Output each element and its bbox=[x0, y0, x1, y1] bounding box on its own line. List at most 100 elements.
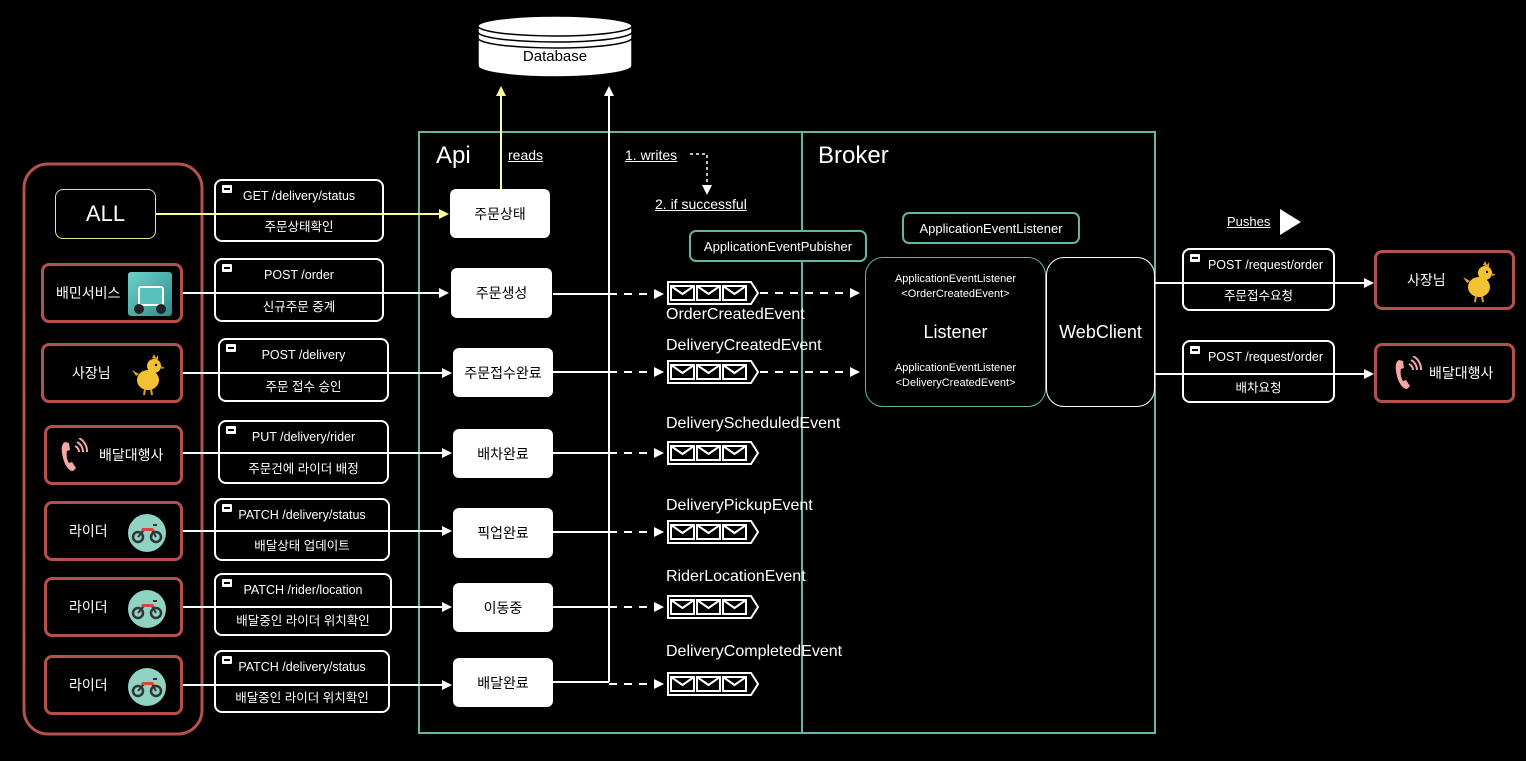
api-broker-boundary bbox=[418, 131, 1156, 734]
listener-callout-label: ApplicationEventListener bbox=[919, 220, 1063, 236]
endpoint-desc: 배차요청 bbox=[1235, 380, 1282, 395]
chicken-icon bbox=[132, 354, 166, 396]
collapse-icon bbox=[222, 656, 232, 664]
endpoint-patch-delivery-status[interactable]: PATCH /delivery/status 배달상태 업데이트 bbox=[214, 498, 390, 561]
actor-baemin[interactable]: 배민서비스 bbox=[41, 263, 183, 323]
phone-icon bbox=[59, 438, 89, 474]
state-label: 주문생성 bbox=[475, 285, 528, 301]
state-dispatched[interactable]: 배차완료 bbox=[453, 429, 553, 478]
listener-l2b: <DeliveryCreatedEvent> bbox=[895, 377, 1016, 389]
endpoint-desc: 주문상태확인 bbox=[264, 219, 334, 234]
webclient-box: WebClient bbox=[1046, 257, 1155, 407]
listener-callout: ApplicationEventListener bbox=[902, 212, 1080, 244]
event-label: DeliveryCompletedEvent bbox=[666, 643, 843, 660]
state-label: 주문상태 bbox=[474, 205, 526, 222]
endpoint-post-order[interactable]: POST /order 신규주문 중계 bbox=[214, 258, 384, 322]
endpoint-method: POST /order bbox=[264, 268, 334, 282]
listener-l1b: <OrderCreatedEvent> bbox=[901, 288, 1010, 300]
outbound-agency-request[interactable]: POST /request/order 배차요청 bbox=[1182, 340, 1335, 403]
envelope-icon bbox=[667, 441, 760, 465]
listener-l2a: ApplicationEventListener bbox=[894, 362, 1017, 374]
collapse-icon bbox=[222, 264, 232, 272]
actors-group bbox=[22, 162, 204, 736]
state-moving[interactable]: 이동중 bbox=[453, 583, 553, 632]
endpoint-patch-rider-location[interactable]: PATCH /rider/location 배달중인 라이더 위치확인 bbox=[214, 573, 392, 636]
endpoint-desc: 신규주문 중계 bbox=[262, 299, 336, 314]
phone-icon bbox=[1393, 356, 1423, 392]
event-label: OrderCreatedEvent bbox=[666, 306, 805, 323]
envelope-icon bbox=[667, 281, 760, 305]
collapse-icon bbox=[226, 426, 236, 434]
state-label: 주문접수완료 bbox=[464, 364, 542, 381]
state-delivered[interactable]: 배달완료 bbox=[453, 658, 553, 707]
state-label: 배달완료 bbox=[477, 674, 529, 691]
chicken-icon bbox=[1463, 261, 1497, 303]
envelope-icon bbox=[667, 672, 760, 696]
actor-rider-1-label: 라이더 bbox=[69, 523, 108, 539]
event-label: DeliveryScheduledEvent bbox=[666, 415, 841, 432]
database-label: Database bbox=[522, 48, 588, 65]
publisher-callout: ApplicationEventPubisher bbox=[689, 230, 867, 262]
actor-agency-label: 배달대행사 bbox=[99, 447, 164, 463]
state-label: 배차완료 bbox=[477, 445, 529, 462]
state-order-status[interactable]: 주문상태 bbox=[450, 189, 550, 238]
collapse-icon bbox=[222, 185, 232, 193]
endpoint-desc: 주문건에 라이더 배정 bbox=[248, 461, 359, 476]
collapse-icon bbox=[1190, 346, 1200, 354]
endpoint-method: PUT /delivery/rider bbox=[251, 430, 356, 444]
state-order-created[interactable]: 주문생성 bbox=[451, 268, 552, 318]
state-order-accepted[interactable]: 주문접수완료 bbox=[453, 348, 553, 397]
endpoint-put-delivery-rider[interactable]: PUT /delivery/rider 주문건에 라이더 배정 bbox=[218, 420, 389, 484]
target-owner-label: 사장님 bbox=[1407, 272, 1446, 288]
collapse-icon bbox=[222, 504, 232, 512]
writes-label: 1. writes bbox=[625, 147, 678, 163]
listener-title: Listener bbox=[923, 322, 988, 342]
reads-label: reads bbox=[508, 147, 544, 163]
endpoint-method: PATCH /rider/location bbox=[243, 582, 363, 597]
database: Database bbox=[477, 14, 633, 78]
envelope-icon bbox=[667, 595, 760, 619]
actor-rider-1[interactable]: 라이더 bbox=[44, 501, 183, 561]
envelope-icon bbox=[667, 360, 760, 384]
actor-owner[interactable]: 사장님 bbox=[41, 343, 183, 403]
publisher-callout-label: ApplicationEventPubisher bbox=[703, 238, 853, 254]
endpoint-method: PATCH /delivery/status bbox=[238, 507, 366, 522]
collapse-icon bbox=[226, 344, 236, 352]
actor-agency[interactable]: 배달대행사 bbox=[44, 425, 183, 485]
pushes-label: Pushes bbox=[1227, 214, 1271, 229]
pushes-icon bbox=[1280, 209, 1301, 235]
listener-l1a: ApplicationEventListener bbox=[894, 273, 1017, 285]
endpoint-desc: 주문 접수 승인 bbox=[265, 379, 342, 394]
endpoint-post-delivery[interactable]: POST /delivery 주문 접수 승인 bbox=[218, 338, 389, 402]
endpoint-method: POST /request/order bbox=[1207, 349, 1324, 364]
endpoint-desc: 배달상태 업데이트 bbox=[254, 538, 350, 553]
endpoint-method: PATCH /delivery/status bbox=[238, 659, 366, 674]
listener-box: ApplicationEventListener <OrderCreatedEv… bbox=[865, 257, 1046, 407]
outbound-owner-request[interactable]: POST /request/order 주문접수요청 bbox=[1182, 248, 1335, 311]
target-agency[interactable]: 배달대행사 bbox=[1374, 343, 1515, 403]
actor-rider-2[interactable]: 라이더 bbox=[44, 577, 183, 637]
endpoint-get-delivery-status[interactable]: GET /delivery/status 주문상태확인 bbox=[214, 179, 384, 242]
endpoint-method: POST /delivery bbox=[261, 348, 346, 362]
actor-all[interactable]: ALL bbox=[55, 189, 156, 239]
actor-rider-2-label: 라이더 bbox=[69, 599, 108, 615]
target-owner[interactable]: 사장님 bbox=[1374, 250, 1515, 310]
endpoint-method: POST /request/order bbox=[1207, 257, 1324, 272]
webclient-title: WebClient bbox=[1059, 321, 1142, 342]
actor-rider-3[interactable]: 라이더 bbox=[44, 655, 183, 715]
broker-title: Broker bbox=[818, 142, 889, 169]
actor-rider-3-label: 라이더 bbox=[69, 677, 108, 693]
state-picked-up[interactable]: 픽업완료 bbox=[453, 508, 553, 558]
baemin-logo-icon bbox=[128, 272, 172, 316]
endpoint-desc: 배달중인 라이더 위치확인 bbox=[236, 613, 370, 628]
state-label: 이동중 bbox=[483, 599, 523, 616]
endpoint-patch-delivery-status-2[interactable]: PATCH /delivery/status 배달중인 라이더 위치확인 bbox=[214, 650, 390, 713]
endpoint-desc: 주문접수요청 bbox=[1223, 288, 1293, 303]
collapse-icon bbox=[1190, 254, 1200, 262]
target-agency-label: 배달대행사 bbox=[1429, 365, 1494, 381]
if-successful-label: 2. if successful bbox=[655, 196, 747, 212]
event-label: DeliveryCreatedEvent bbox=[666, 337, 822, 354]
endpoint-desc: 배달중인 라이더 위치확인 bbox=[235, 690, 369, 705]
event-label: RiderLocationEvent bbox=[666, 568, 806, 585]
